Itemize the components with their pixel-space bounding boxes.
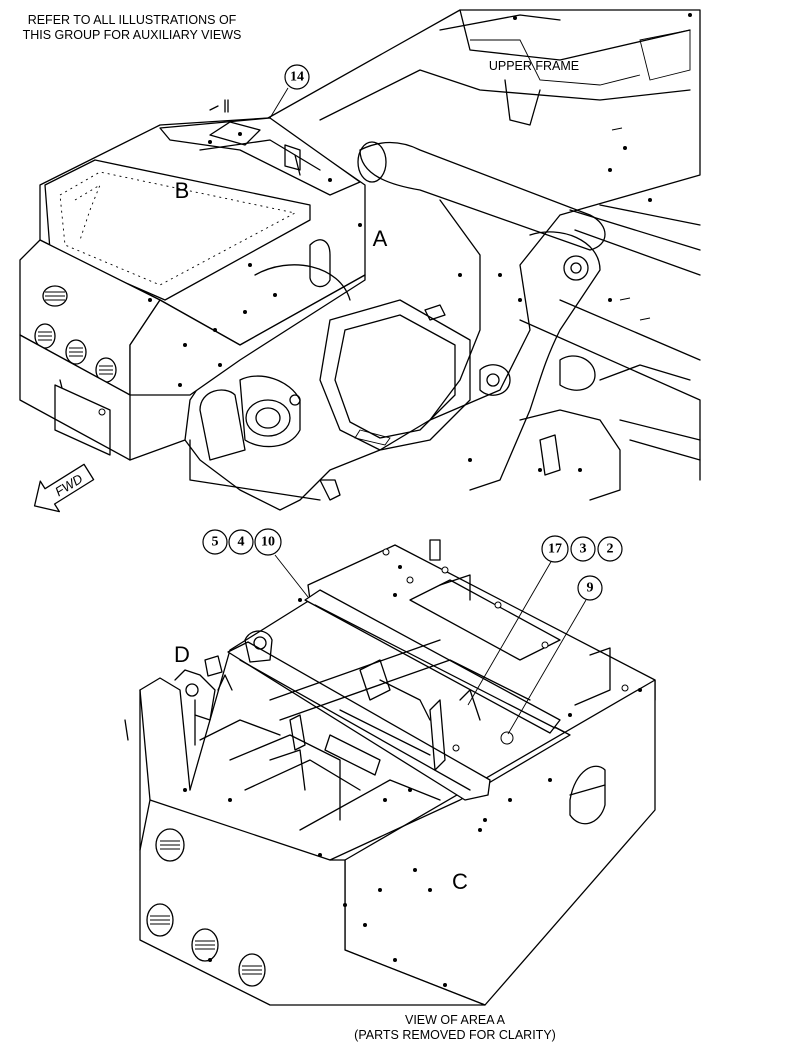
refer-note-line2: THIS GROUP FOR AUXILIARY VIEWS [22,28,242,42]
callout-10: 10 [254,528,282,556]
upper-frame-drawing [184,9,701,511]
view-caption: VIEW OF AREA A (PARTS REMOVED FOR CLARIT… [330,1013,580,1043]
callout-2: 2 [597,536,623,562]
label-d: D [174,642,190,667]
upper-frame-label: UPPER FRAME [489,59,579,73]
callout-17-number: 17 [548,542,562,557]
callout-17-3-2-leader [467,559,553,706]
refer-note: REFER TO ALL ILLUSTRATIONS OF THIS GROUP… [8,13,256,43]
callout-9-leader [507,599,587,735]
callout-14: 14 [284,64,310,90]
label-b: B [175,178,190,203]
label-a: A [373,226,388,251]
callout-10-number: 10 [261,535,275,550]
callout-4: 4 [228,529,254,555]
callout-2-number: 2 [607,542,614,557]
callout-3-number: 3 [580,542,587,557]
view-caption-line2: (PARTS REMOVED FOR CLARITY) [354,1028,556,1042]
callout-17: 17 [541,535,569,563]
label-c: C [452,869,468,894]
callout-14-leader [269,87,289,119]
callout-9-number: 9 [587,581,594,596]
callout-5: 5 [202,529,228,555]
callout-14-number: 14 [290,70,304,85]
callout-3: 3 [570,536,596,562]
area-a-detail-drawing [124,539,656,1006]
callout-5-number: 5 [212,535,219,550]
callout-4-number: 4 [238,535,245,550]
battery-box-assembly [19,99,366,461]
view-caption-line1: VIEW OF AREA A [404,1013,506,1027]
callout-5-4-10-leader [274,554,309,598]
forward-arrow-icon: FWD [33,463,95,513]
callout-9: 9 [577,575,603,601]
refer-note-line1: REFER TO ALL ILLUSTRATIONS OF [27,13,237,27]
